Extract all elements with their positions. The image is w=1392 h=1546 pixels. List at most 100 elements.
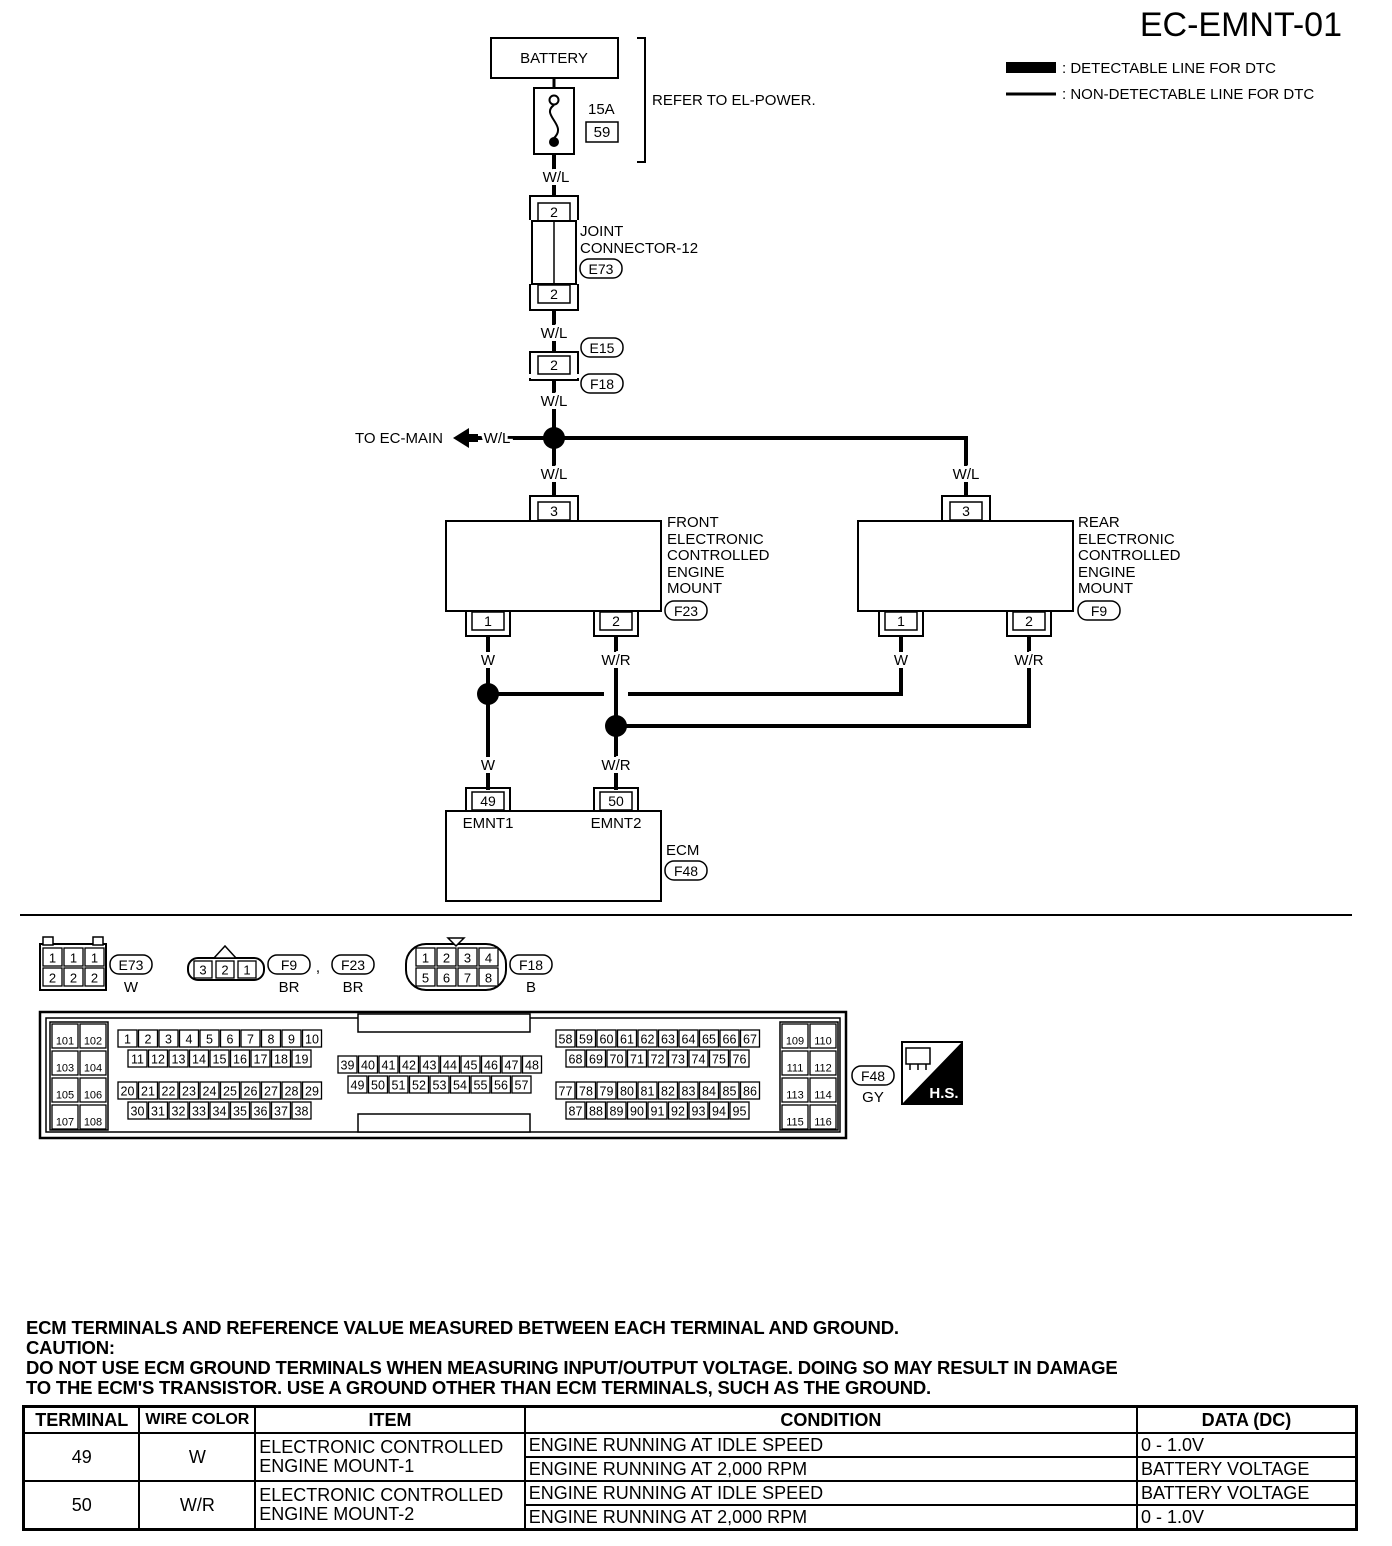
connector-pin <box>199 1029 220 1048</box>
connector-pin <box>565 1049 586 1068</box>
connector-pin-label: 69 <box>589 1053 603 1067</box>
connector-pin <box>781 1104 809 1130</box>
connector-pin-label: 33 <box>192 1105 206 1119</box>
connector-pin <box>158 1029 179 1048</box>
rear-pin-1: 1 <box>897 613 905 629</box>
front-pin-3: 3 <box>550 503 558 519</box>
rear-pin-3: 3 <box>962 503 970 519</box>
connector-pin-label: 113 <box>786 1090 804 1102</box>
f48-id: F48 <box>861 1068 885 1084</box>
connector-pin-label: 89 <box>610 1105 624 1119</box>
connector-pin <box>51 1023 79 1049</box>
rear-pin-2: 2 <box>1025 613 1033 629</box>
connector-pin <box>739 1029 761 1048</box>
connector-pin-label: 32 <box>172 1105 186 1119</box>
connector-pin-label: 91 <box>651 1105 665 1119</box>
connector-pin <box>781 1023 809 1049</box>
connector-pin-label: 1 <box>70 951 77 966</box>
connector-pin <box>415 967 436 987</box>
hs-label: H.S. <box>929 1085 958 1102</box>
connector-pin-label: 92 <box>671 1105 685 1119</box>
connector-pin-label: 105 <box>56 1090 74 1102</box>
connector-pin <box>667 1049 689 1068</box>
connector-pin-label: 74 <box>692 1053 706 1067</box>
f18-color: B <box>526 979 536 996</box>
connector-pin <box>460 1055 481 1074</box>
wire-label-wr-3: W/R <box>601 757 630 774</box>
connector-pin-label: 112 <box>814 1063 832 1075</box>
header-wire-color: WIRE COLOR <box>138 1405 257 1434</box>
notes-line-1: ECM TERMINALS AND REFERENCE VALUE MEASUR… <box>26 1317 899 1338</box>
connector-pin <box>555 1081 576 1100</box>
connector-pin-label: 4 <box>186 1033 193 1047</box>
connector-pin-label: 22 <box>162 1085 176 1099</box>
cell-condition: ENGINE RUNNING AT 2,000 RPM <box>523 1456 1138 1482</box>
e73-color: W <box>124 979 139 996</box>
connector-pin <box>270 1049 292 1068</box>
connector-pin <box>647 1049 668 1068</box>
front-pin-2: 2 <box>612 613 620 629</box>
front-engine-mount: 3 FRONT ELECTRONIC CONTROLLED ENGINE MOU… <box>445 495 770 637</box>
connector-pin-label: 94 <box>712 1105 726 1119</box>
rear-label-1: REAR <box>1078 514 1120 531</box>
connector-pin-label: 5 <box>206 1033 213 1047</box>
connector-pin-label: 67 <box>743 1033 757 1047</box>
ecm-label: ECM <box>666 842 699 859</box>
connector-pin-label: 3 <box>165 1033 172 1047</box>
connector-pin <box>719 1029 740 1048</box>
connector-pin-label: 8 <box>268 1033 275 1047</box>
connector-pin-label: 1 <box>422 951 429 966</box>
connector-pin <box>260 1081 282 1100</box>
connector-pin-label: 70 <box>610 1053 624 1067</box>
battery: BATTERY <box>490 37 619 79</box>
arrow-left-icon <box>453 428 469 448</box>
rear-engine-mount: 3 REAR ELECTRONIC CONTROLLED ENGINE MOUN… <box>857 495 1181 637</box>
connector-pin <box>127 1101 148 1120</box>
joint-label-1: JOINT <box>580 223 623 240</box>
legend-non-detectable: : NON-DETECTABLE LINE FOR DTC <box>1062 86 1314 103</box>
connector-pin <box>606 1101 627 1120</box>
connector-pin-label: 73 <box>671 1053 685 1067</box>
connector-pin-label: 48 <box>525 1059 539 1073</box>
rear-label-4: ENGINE <box>1078 564 1136 581</box>
connector-pin-label: 19 <box>295 1053 309 1067</box>
connector-pin <box>657 1029 679 1048</box>
connector-pin-label: 57 <box>515 1079 529 1093</box>
connector-pin-label: 64 <box>682 1033 696 1047</box>
joint-pin-bottom: 2 <box>550 286 558 302</box>
fuse: 15A 59 <box>533 87 619 155</box>
connector-pin-label: 2 <box>145 1033 152 1047</box>
connector-pin <box>565 1101 586 1120</box>
connector-pin-label: 108 <box>84 1117 102 1129</box>
connector-pin <box>147 1101 169 1120</box>
connector-pin-label: 13 <box>172 1053 186 1067</box>
junction-w <box>477 683 499 705</box>
connector-pin-label: 15 <box>213 1053 227 1067</box>
connector-pin-label: 1 <box>49 951 56 966</box>
connector-pin-label: 103 <box>56 1063 74 1075</box>
f23-id: F23 <box>341 957 365 973</box>
connector-pin-label: 110 <box>814 1036 832 1048</box>
connector-pin-label: 29 <box>305 1085 319 1099</box>
connector-pin-label: 77 <box>559 1085 573 1099</box>
cell-data: BATTERY VOLTAGE <box>1135 1456 1358 1482</box>
cell-condition: ENGINE RUNNING AT IDLE SPEED <box>523 1480 1138 1506</box>
connector-pin <box>688 1101 709 1120</box>
connector-pin <box>378 1055 399 1074</box>
connector-pin-label: 47 <box>505 1059 519 1073</box>
connector-pin <box>637 1081 658 1100</box>
connector-pin <box>281 1081 302 1100</box>
connector-pin-label: 56 <box>494 1079 508 1093</box>
front-label-2: ELECTRONIC <box>667 531 764 548</box>
wire-label-w-2: W <box>894 652 909 669</box>
connector-pin <box>708 1049 730 1068</box>
connector-pin <box>199 1081 220 1100</box>
connector-pin-label: 85 <box>723 1085 737 1099</box>
connector-pin-label: 6 <box>443 971 450 986</box>
connector-pin-label: 58 <box>559 1033 573 1047</box>
connector-pin-label: 3 <box>464 951 471 966</box>
connector-pin <box>117 1081 138 1100</box>
connector-pin-label: 78 <box>579 1085 593 1099</box>
connector-pin-label: 106 <box>84 1090 102 1102</box>
